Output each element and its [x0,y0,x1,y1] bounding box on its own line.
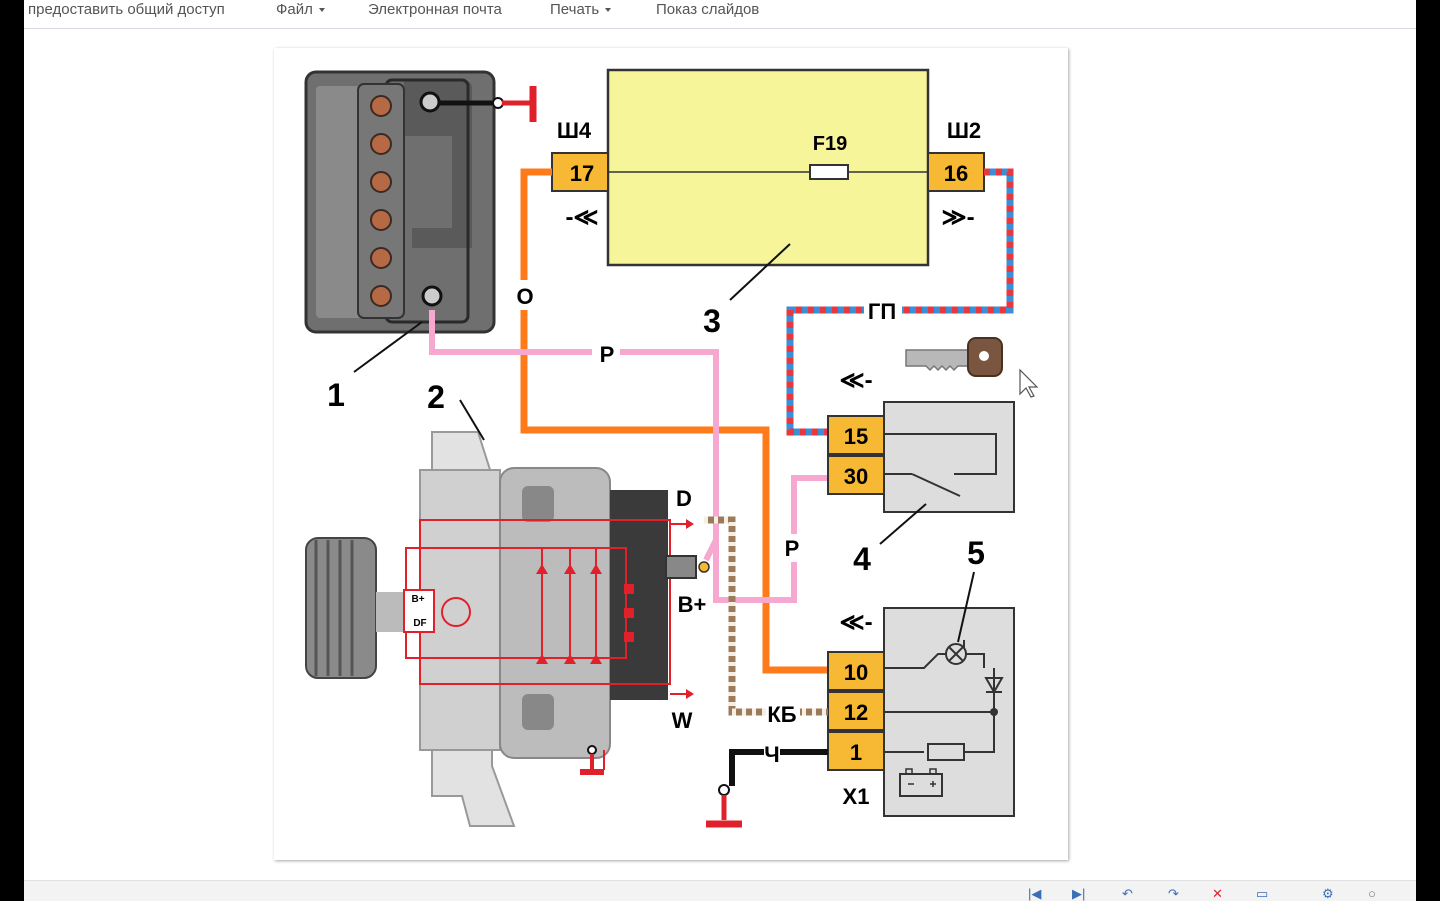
file-menu-label: Файл [276,1,313,18]
slideshow-menu[interactable]: Показ слайдов [656,1,760,18]
ignition-switch [883,401,1015,513]
chevron-down-icon [605,8,612,13]
next-icon[interactable]: ▶| [1072,886,1086,901]
window-edge [1416,0,1440,900]
pin-1-label: 1 [850,740,862,765]
connector-x1-label: Х1 [843,784,870,809]
print-menu[interactable]: Печать [550,0,612,22]
email-menu[interactable]: Электронная почта [368,1,502,18]
connector-sh4-label: Ш4 [557,118,592,143]
terminal-w-label: W [672,708,693,733]
pin-17-label: 17 [570,161,594,186]
print-menu-label: Печать [550,1,600,18]
rotate-right-icon[interactable]: ↷ [1168,886,1179,901]
pin-10-label: 10 [844,660,868,685]
connector-symbol-icon: -≪ [565,204,598,231]
regulator-b-plus-label: B+ [411,594,424,605]
connector-symbol-icon: ≪- [839,609,872,636]
terminal-b-plus-label: B+ [678,592,707,617]
search-icon[interactable]: ○ [1368,886,1376,901]
callout-1: 1 [327,377,345,413]
wire-label-orange: О [516,284,533,309]
regulator-df-label: DF [413,618,426,629]
wire-label-black: Ч [764,742,779,767]
terminal-d-label: D [676,486,692,511]
callout-2: 2 [427,379,445,415]
rotate-left-icon[interactable]: ↶ [1122,886,1133,901]
file-menu[interactable]: Файл [276,0,325,22]
callout-4: 4 [853,541,871,577]
callout-5: 5 [967,535,985,571]
connector-symbol-icon: ≫- [941,204,974,231]
instrument-cluster [883,607,1015,817]
menu-bar: предоставить общий доступ Файл Электронн… [24,0,1416,29]
mount-block [606,68,930,267]
fuse-label: F19 [813,133,847,155]
share-menu[interactable]: предоставить общий доступ [28,1,225,18]
previous-icon[interactable]: |◀ [1028,886,1042,901]
chevron-down-icon [318,8,325,13]
zoom-icon[interactable]: ⚙ [1322,886,1334,901]
connector-symbol-icon: ≪- [839,367,872,394]
generator [305,431,710,827]
wire-label-brown-white: КБ [767,702,796,727]
fit-window-icon[interactable]: ▭ [1256,886,1269,901]
pin-12-label: 12 [844,700,868,725]
connector-sh2-label: Ш2 [947,118,981,143]
wire-label-pink-mid: Р [785,536,800,561]
viewer-controls-bar: |◀ ▶| ↶ ↷ ✕ ▭ ⚙ ○ [24,880,1416,901]
pin-15-label: 15 [844,424,868,449]
image-viewer-window: предоставить общий доступ Файл Электронн… [24,0,1416,901]
battery [304,70,496,334]
pin-30-label: 30 [844,464,868,489]
callout-3: 3 [703,303,721,339]
key-icon [905,337,1003,377]
wire-label-pink-top: Р [600,342,615,367]
wire-label-blue-red: ГП [868,299,896,324]
mouse-cursor-icon [1019,368,1039,398]
wiring-diagram-image: F19 17 Ш4 -≪ 16 Ш2 ≫- О Р Р ГП [274,48,1068,860]
pin-16-label: 16 [944,161,968,186]
delete-icon[interactable]: ✕ [1212,886,1223,901]
